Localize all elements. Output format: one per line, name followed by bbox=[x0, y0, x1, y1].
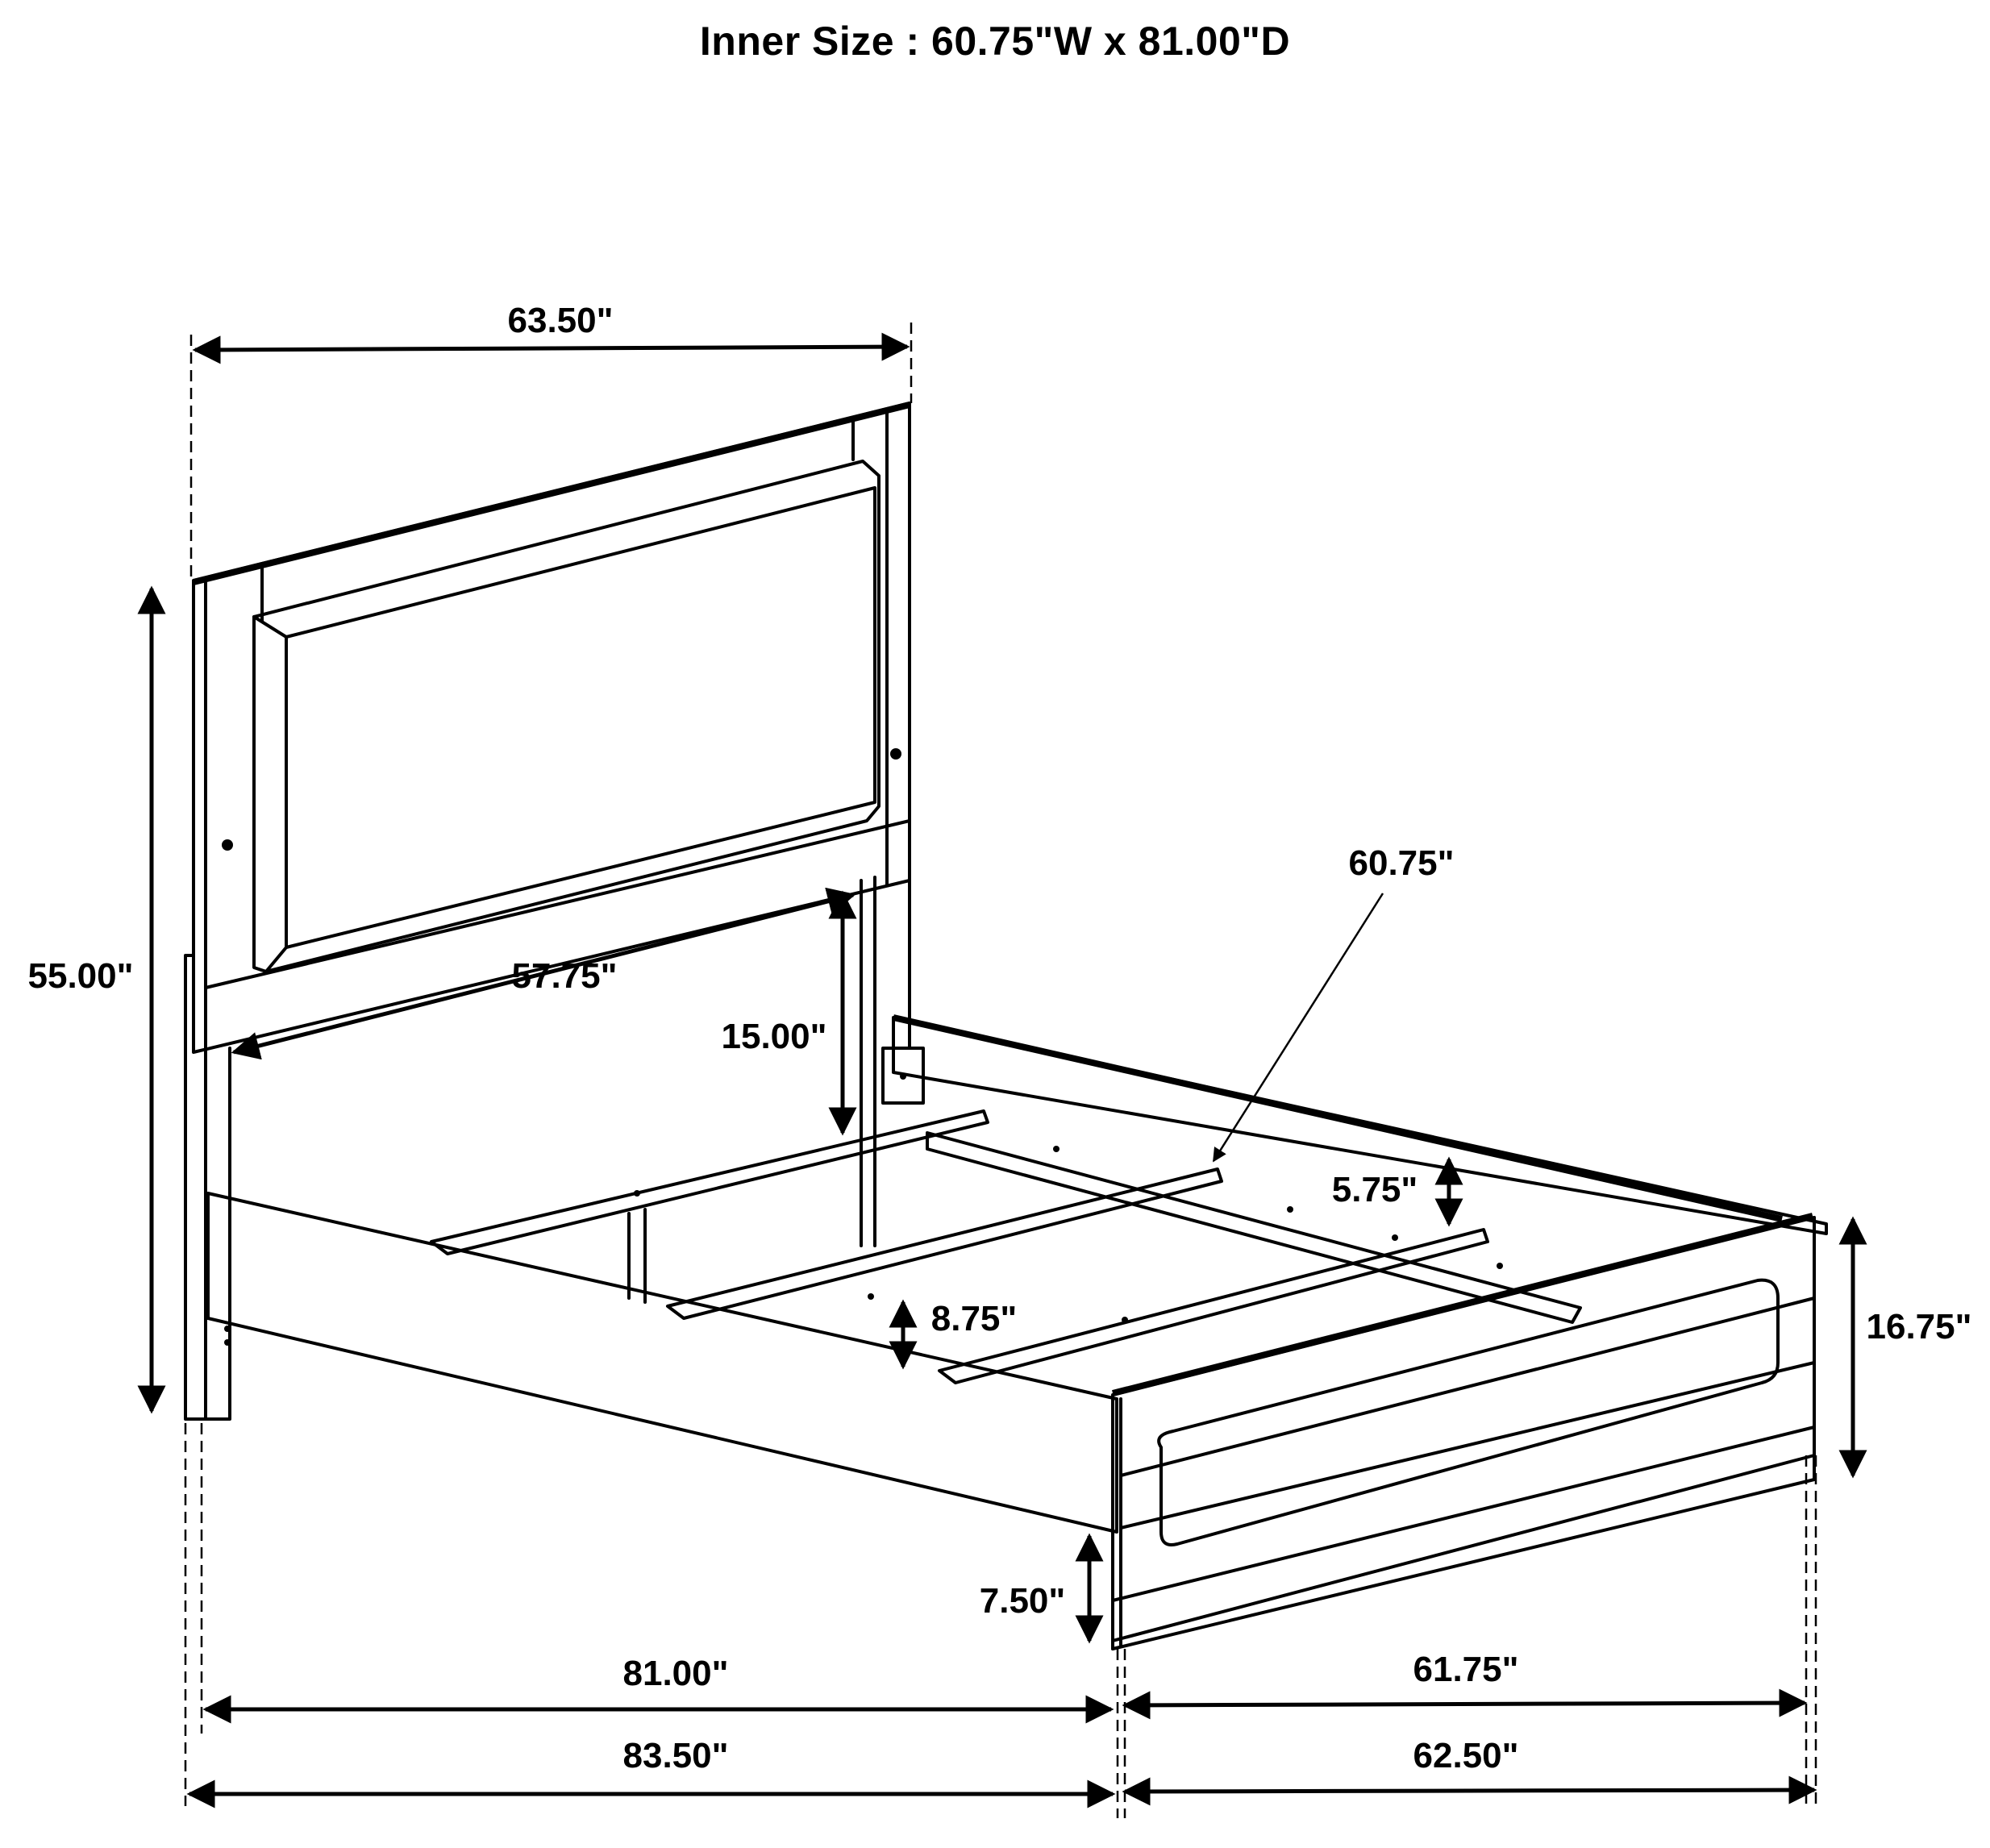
bracket-icon bbox=[881, 1047, 925, 1105]
slats bbox=[430, 1109, 1582, 1384]
dim-headboard-width: 63.50" bbox=[508, 301, 614, 340]
bolt-hole-icon bbox=[890, 748, 901, 760]
dim-footboard-clearance: 7.50" bbox=[980, 1581, 1066, 1621]
footboard bbox=[1111, 1213, 1816, 1650]
bolt-hole-icon bbox=[222, 839, 233, 851]
dim-slat-clearance: 8.75" bbox=[931, 1299, 1018, 1338]
near-side-rail bbox=[206, 1192, 1118, 1534]
dim-overall-width: 62.50" bbox=[1413, 1736, 1519, 1775]
dim-headboard-clearance: 15.00" bbox=[722, 1017, 827, 1056]
dim-rail-height: 5.75" bbox=[1332, 1170, 1418, 1209]
far-side-rail bbox=[881, 1014, 1828, 1235]
inner-size-title: Inner Size : 60.75"W x 81.00"D bbox=[699, 19, 1291, 64]
dim-headboard-height: 55.00" bbox=[28, 956, 134, 996]
dim-footboard-height: 16.75" bbox=[1867, 1307, 1972, 1346]
dim-inner-width: 60.75" bbox=[1349, 843, 1455, 883]
dim-overall-length: 83.50" bbox=[623, 1736, 729, 1775]
headboard bbox=[184, 402, 911, 1421]
dim-headboard-inner-width: 57.75" bbox=[512, 956, 618, 996]
dim-inner-length: 81.00" bbox=[623, 1654, 729, 1693]
dim-footboard-inner-width: 61.75" bbox=[1413, 1650, 1519, 1689]
